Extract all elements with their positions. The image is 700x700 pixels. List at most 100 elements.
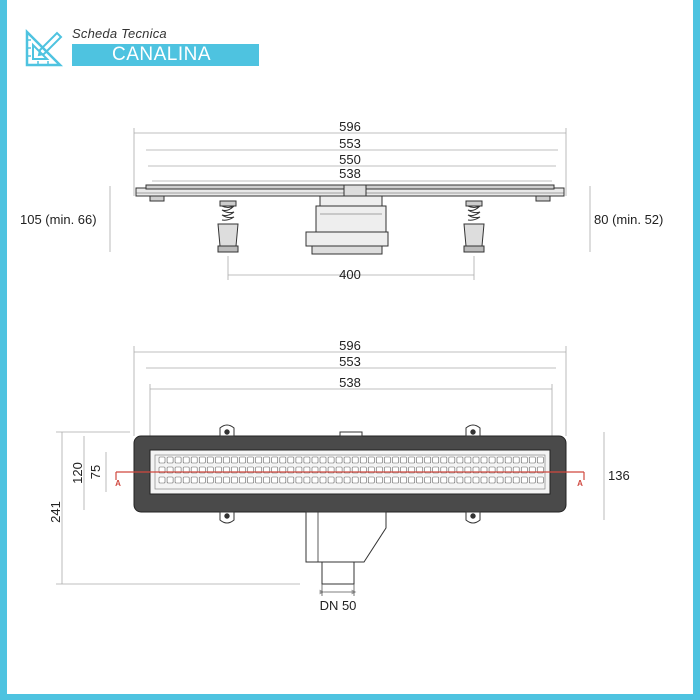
right-accent-bar	[693, 0, 700, 700]
grate-hole	[351, 456, 359, 464]
top-view: 596 553 538 120 75 241 136 A A	[48, 338, 630, 613]
grate-hole	[295, 456, 303, 464]
dim-538-plan: 538	[339, 375, 361, 390]
grate-hole	[464, 476, 472, 484]
grate-hole	[158, 456, 166, 464]
grate-hole	[424, 476, 432, 484]
grate-hole	[432, 476, 440, 484]
grate-hole	[231, 456, 238, 464]
grate-hole	[271, 456, 279, 464]
dim-75: 75	[88, 465, 103, 479]
grate-hole	[319, 476, 327, 484]
grate-hole	[448, 456, 456, 464]
dim-241: 241	[48, 501, 63, 523]
grate-hole	[416, 476, 423, 484]
grate-hole	[480, 476, 488, 484]
grate-hole	[166, 456, 174, 464]
ruler-pencil-icon	[25, 28, 64, 67]
dim-538-top: 538	[339, 166, 361, 181]
grate-hole	[480, 456, 488, 464]
grate-hole	[392, 476, 399, 484]
grate-hole	[311, 476, 319, 484]
grate-hole	[440, 476, 448, 484]
grate-hole	[319, 456, 327, 464]
dim-feet-spacing: 400	[339, 267, 361, 282]
grate-hole	[351, 476, 359, 484]
grate-hole	[174, 476, 182, 484]
grate-hole	[464, 456, 472, 464]
grate-hole	[528, 456, 536, 464]
grate-hole	[384, 456, 391, 464]
grate-hole	[512, 456, 520, 464]
dim-596-plan: 596	[339, 338, 361, 353]
grate-hole	[263, 476, 270, 484]
grate-hole	[287, 476, 295, 484]
grate-hole	[384, 476, 391, 484]
grate-hole	[182, 476, 190, 484]
grate-hole	[400, 476, 407, 484]
grate-hole	[400, 456, 407, 464]
grate-hole	[456, 476, 464, 484]
grate-hole	[190, 456, 198, 464]
grate-hole	[343, 456, 351, 464]
grate-hole	[376, 456, 383, 464]
grate-hole	[528, 476, 536, 484]
grate-hole	[158, 476, 166, 484]
grate-hole	[215, 476, 222, 484]
header-title: CANALINA	[72, 44, 259, 66]
grate-hole	[424, 456, 432, 464]
dim-dn50: DN 50	[320, 598, 357, 613]
grate-hole	[335, 456, 343, 464]
header-subtitle: Scheda Tecnica	[72, 26, 167, 41]
grate-hole	[303, 476, 311, 484]
grate-hole	[448, 476, 456, 484]
grate-hole	[327, 476, 335, 484]
left-accent-bar	[0, 0, 7, 700]
grate-hole	[263, 456, 270, 464]
grate-hole	[327, 456, 335, 464]
grate-hole	[520, 456, 528, 464]
dim-550-top: 550	[339, 152, 361, 167]
dim-553-plan: 553	[339, 354, 361, 369]
grate-hole	[174, 456, 182, 464]
grate-hole	[215, 456, 222, 464]
grate-hole	[537, 476, 544, 484]
grate-hole	[472, 476, 480, 484]
grate-hole	[239, 476, 246, 484]
grate-hole	[223, 476, 230, 484]
dim-596-top: 596	[339, 119, 361, 134]
grate-hole	[367, 476, 375, 484]
grate-hole	[520, 476, 528, 484]
grate-hole	[359, 456, 367, 464]
grate-hole	[335, 476, 343, 484]
grate-hole	[512, 476, 520, 484]
grate-hole	[199, 456, 206, 464]
grate-hole	[287, 456, 295, 464]
grate-hole	[207, 456, 214, 464]
grate-hole	[367, 456, 375, 464]
dim-136: 136	[608, 468, 630, 483]
grate-hole	[416, 456, 423, 464]
grate-hole	[496, 456, 504, 464]
grate-hole	[199, 476, 206, 484]
grate-hole	[271, 476, 279, 484]
grate-hole	[223, 456, 230, 464]
grate-hole	[456, 456, 464, 464]
grate-hole	[255, 476, 262, 484]
grate-hole	[166, 476, 174, 484]
grate-hole	[376, 476, 383, 484]
grate-hole	[279, 476, 287, 484]
grate-hole	[190, 476, 198, 484]
grate-hole	[247, 456, 254, 464]
grate-hole	[247, 476, 254, 484]
grate-hole	[488, 456, 496, 464]
grate-hole	[440, 456, 448, 464]
grate-hole	[504, 456, 512, 464]
grate-hole	[408, 456, 415, 464]
bottom-accent-bar	[0, 694, 700, 700]
grate-hole	[496, 476, 504, 484]
section-mark-left: A	[115, 479, 121, 488]
dim-left-height: 105 (min. 66)	[20, 212, 97, 227]
grate-hole	[239, 456, 246, 464]
